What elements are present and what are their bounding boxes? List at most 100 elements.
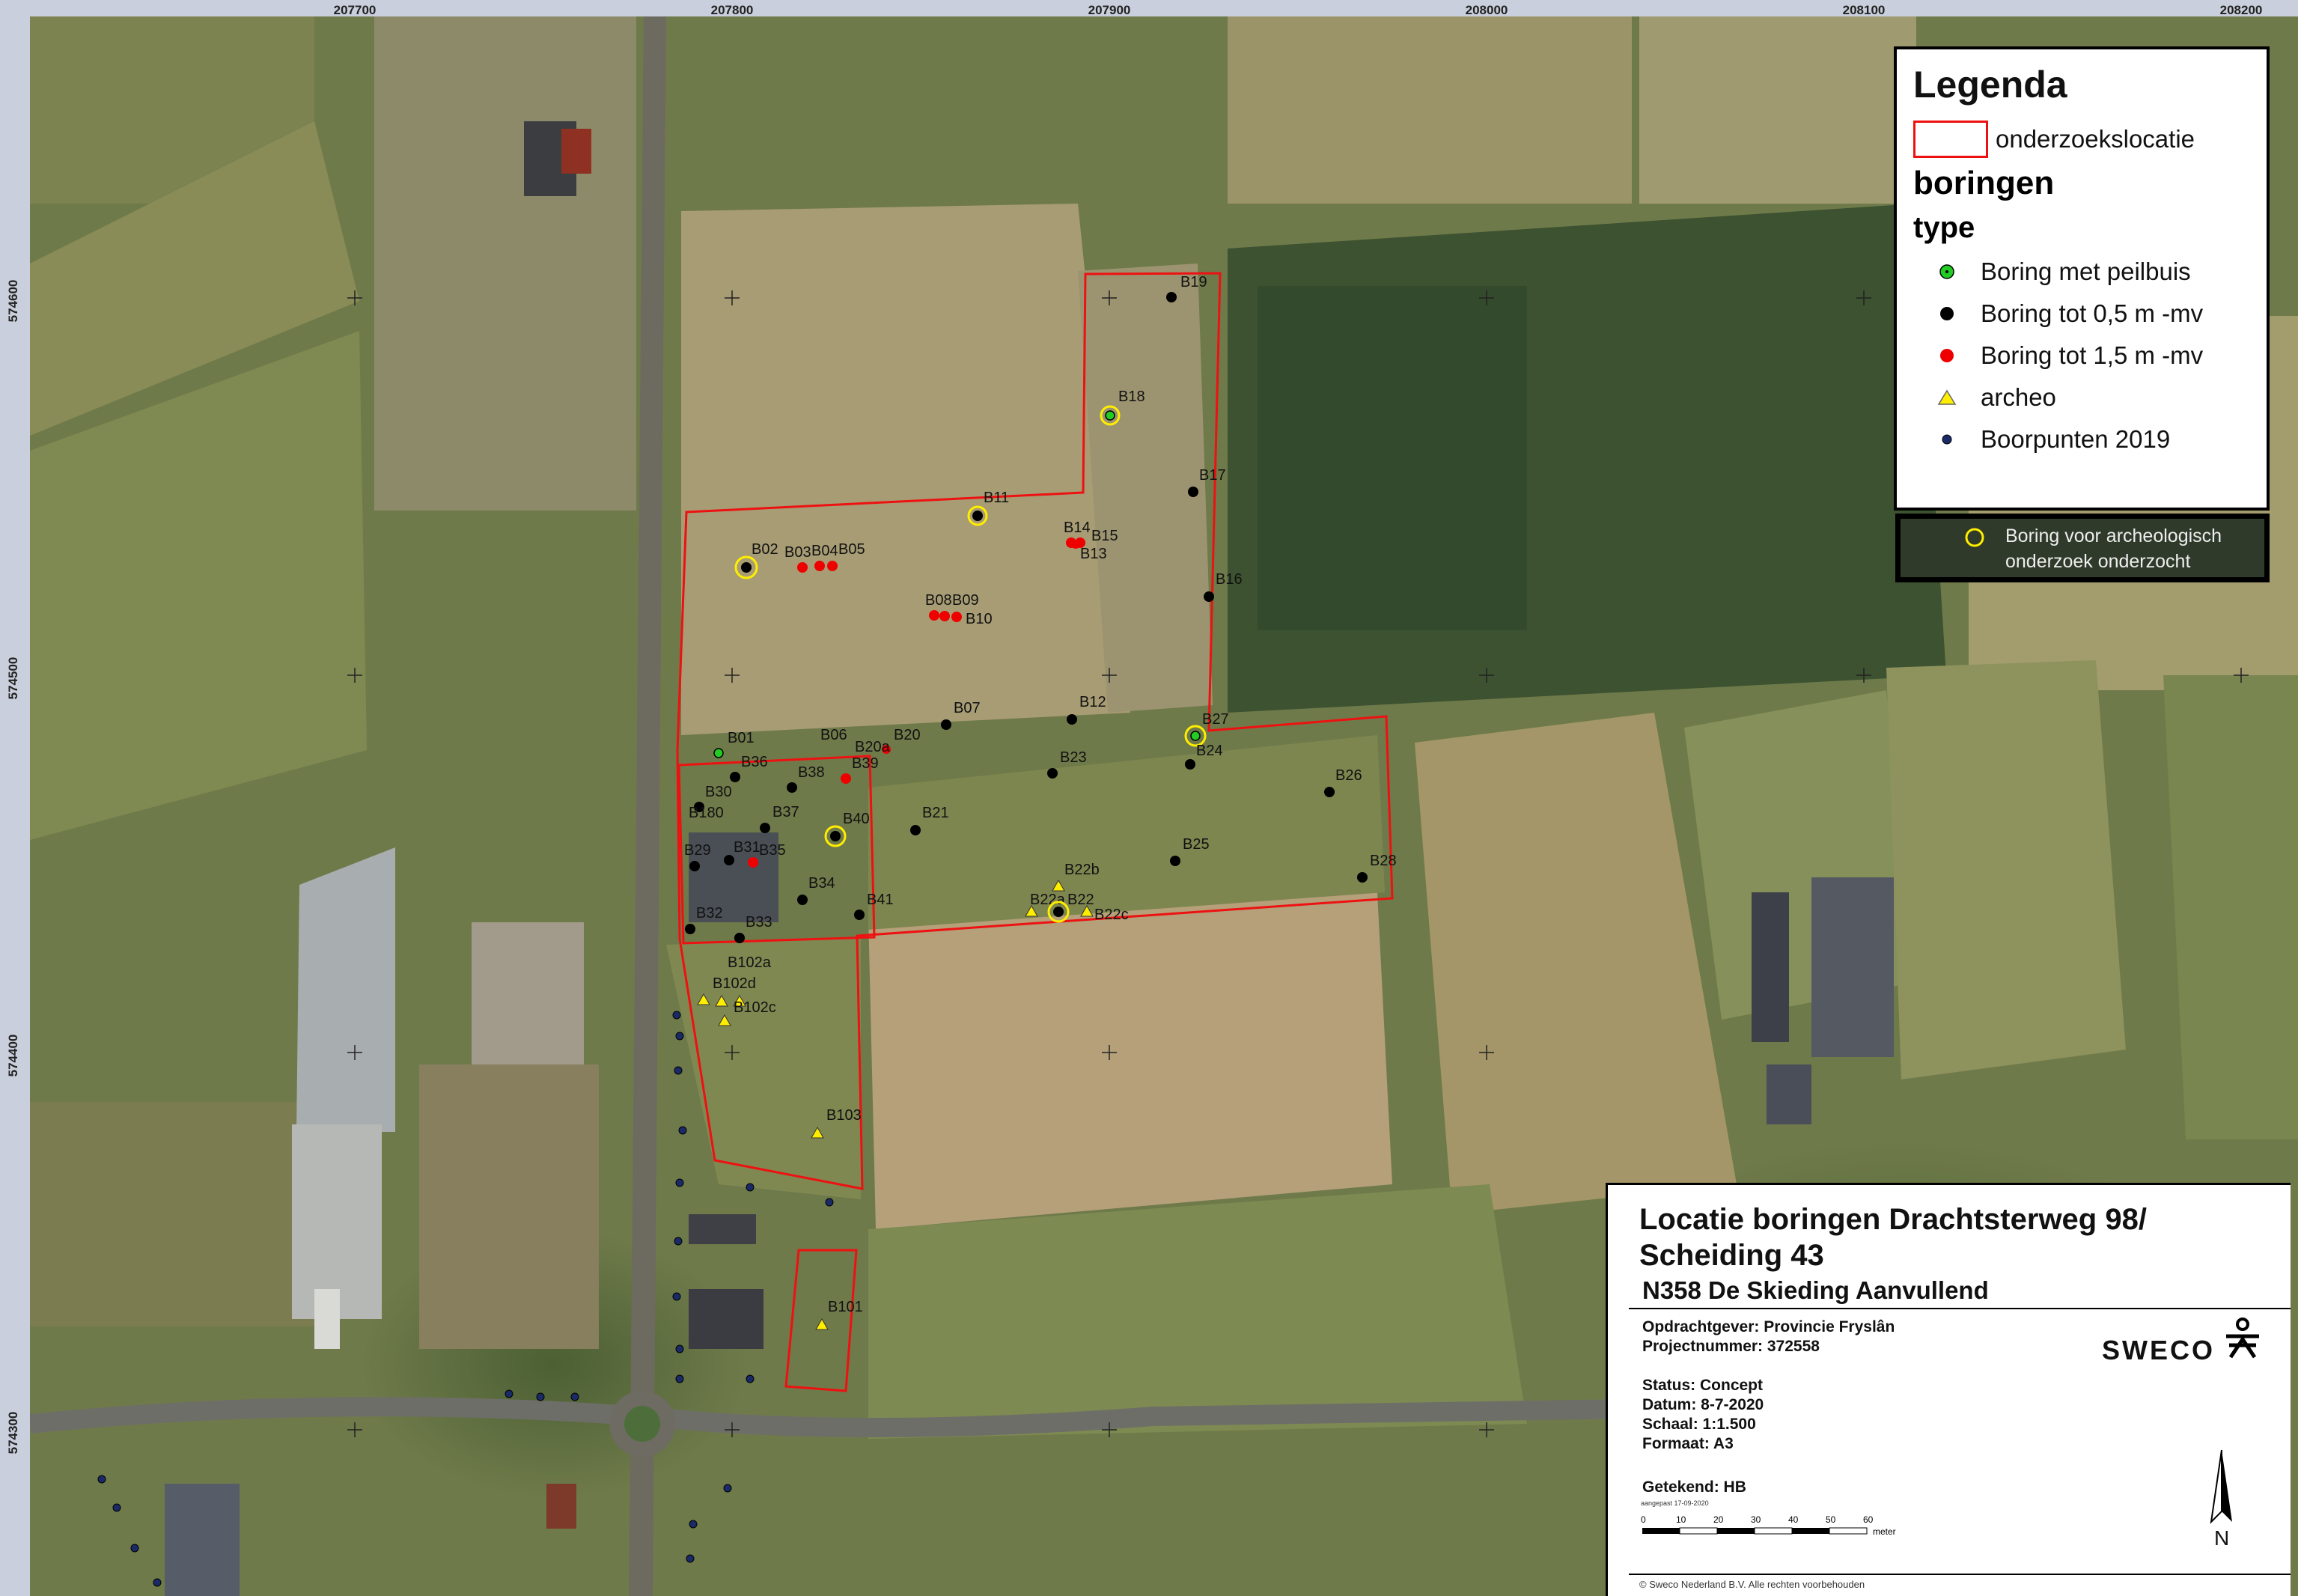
svg-text:B40: B40 — [843, 811, 870, 827]
borehole-B35: B35 — [748, 842, 786, 868]
grid-crosses — [347, 290, 2249, 1437]
scalebar-unit: meter — [1873, 1526, 1896, 1537]
svg-text:B180: B180 — [689, 805, 724, 821]
borehole-B34: B34 — [797, 875, 835, 905]
borehole-B26: B26 — [1324, 767, 1362, 797]
borehole-B13: B13 — [1071, 540, 1107, 562]
svg-text:B23: B23 — [1060, 749, 1087, 766]
svg-text:B13: B13 — [1080, 546, 1107, 562]
scalebar-tick: 60 — [1863, 1514, 1874, 1525]
borehole-B07: B07 — [941, 700, 981, 730]
borehole-B20a: B20a — [855, 739, 891, 755]
red-dot-icon — [1940, 349, 1954, 362]
scalebar-tick: 0 — [1641, 1514, 1646, 1525]
borehole-B28: B28 — [1357, 853, 1397, 883]
svg-text:B29: B29 — [684, 842, 711, 859]
borehole-B27: B27 — [1184, 711, 1229, 747]
title-line-1: Locatie boringen Drachtsterweg 98/ — [1639, 1203, 2147, 1236]
svg-text:B20a: B20a — [855, 739, 891, 755]
map-title: Locatie boringen Drachtsterweg 98/ Schei… — [1639, 1201, 2147, 1273]
svg-text:B01: B01 — [728, 730, 755, 746]
legend-item-archeo: archeo — [1913, 377, 2250, 418]
svg-text:B33: B33 — [746, 914, 772, 931]
legend-item-area: onderzoekslocatie — [1913, 118, 2250, 160]
grid-label-y: 574500 — [6, 657, 20, 700]
scalebar-tick: 10 — [1676, 1514, 1686, 1525]
svg-text:B17: B17 — [1199, 467, 1226, 484]
borehole-B23: B23 — [1047, 749, 1087, 779]
scalebar-tick: 40 — [1788, 1514, 1799, 1525]
yellow-ring-icon — [1965, 528, 1984, 547]
svg-text:B25: B25 — [1183, 836, 1210, 853]
format: Formaat: A3 — [1642, 1435, 1734, 1452]
scalebar: 0 10 20 30 40 50 60 meter — [1641, 1514, 1910, 1548]
grid-label-x: 208100 — [1842, 3, 1886, 17]
status: Status: Concept — [1642, 1377, 1764, 1394]
svg-text:B41: B41 — [867, 892, 894, 908]
legend-item-black: Boring tot 0,5 m -mv — [1913, 293, 2250, 335]
legend-label: Boring tot 1,5 m -mv — [1981, 341, 2204, 369]
scalebar-tick: 50 — [1826, 1514, 1836, 1525]
north-arrow-icon — [2210, 1449, 2232, 1524]
svg-text:B24: B24 — [1196, 743, 1223, 759]
title-line-2: Scheiding 43 — [1639, 1239, 1824, 1272]
borehole-B22a: B22a — [1025, 892, 1066, 917]
svg-text:B101: B101 — [828, 1299, 863, 1315]
borehole-B180: B180 — [689, 805, 724, 821]
navy-dot-icon — [1942, 434, 1952, 445]
svg-text:B22c: B22c — [1094, 907, 1129, 923]
grid-label-y: 574300 — [6, 1411, 20, 1455]
legend-label: archeo — [1981, 383, 2056, 411]
borehole-B08: B08 — [925, 592, 952, 621]
borehole-B102d: B102d — [697, 975, 756, 1007]
borehole-B06: B06 — [820, 727, 847, 743]
svg-text:B32: B32 — [696, 905, 723, 922]
borehole-B41: B41 — [854, 892, 894, 920]
borehole-B103: B103 — [811, 1107, 862, 1139]
yellow-triangle-icon — [1937, 389, 1957, 405]
svg-text:B14: B14 — [1064, 520, 1091, 536]
svg-text:B11: B11 — [984, 490, 1009, 506]
svg-text:B04: B04 — [811, 543, 838, 559]
svg-text:B07: B07 — [954, 700, 981, 716]
borehole-B04: B04 — [811, 543, 838, 571]
legend-label: Boring tot 0,5 m -mv — [1981, 299, 2204, 327]
borehole-B10: B10 — [951, 611, 993, 627]
grid-label-x: 207800 — [710, 3, 754, 17]
svg-text:B08: B08 — [925, 592, 952, 609]
grid-label-x: 208200 — [2219, 3, 2263, 17]
borehole-B33: B33 — [734, 914, 772, 943]
svg-text:B21: B21 — [922, 805, 949, 821]
svg-text:B10: B10 — [966, 611, 993, 627]
borehole-B101: B101 — [815, 1299, 863, 1330]
svg-text:B02: B02 — [752, 541, 778, 558]
svg-text:B31: B31 — [734, 839, 761, 856]
borehole-B29: B29 — [684, 842, 711, 871]
borehole-B16: B16 — [1204, 571, 1243, 602]
scalebar-graphic — [1642, 1527, 1868, 1535]
divider — [1629, 1574, 2291, 1575]
title-block: Locatie boringen Drachtsterweg 98/ Schei… — [1606, 1183, 2291, 1596]
borehole-B22b: B22b — [1052, 862, 1100, 892]
black-dot-icon — [1940, 307, 1954, 320]
date: Datum: 8-7-2020 — [1642, 1396, 1764, 1413]
borehole-B24: B24 — [1185, 743, 1223, 770]
borehole-B37: B37 — [760, 804, 799, 833]
svg-text:B103: B103 — [826, 1107, 862, 1124]
revision-note: aangepast 17-09-2020 — [1641, 1499, 1709, 1507]
borehole-B03: B03 — [784, 544, 811, 573]
svg-text:B37: B37 — [772, 804, 799, 820]
borehole-B21: B21 — [910, 805, 949, 835]
legend-type-label: type — [1913, 211, 1975, 244]
borehole-B20: B20 — [894, 727, 921, 743]
map-subtitle: N358 De Skieding Aanvullend — [1642, 1276, 1989, 1304]
borehole-B25: B25 — [1170, 836, 1210, 866]
svg-text:B27: B27 — [1202, 711, 1229, 728]
copyright: © Sweco Nederland B.V. Alle rechten voor… — [1639, 1579, 1865, 1590]
scale: Schaal: 1:1.500 — [1642, 1416, 1756, 1433]
legend-item-peilbuis: Boring met peilbuis — [1913, 251, 2250, 293]
boorpunten-2019 — [97, 1011, 834, 1587]
borehole-B31: B31 — [724, 839, 761, 865]
legend-extra-label: Boring voor archeologisch onderzoek onde… — [2005, 526, 2222, 572]
svg-text:B36: B36 — [741, 754, 768, 770]
